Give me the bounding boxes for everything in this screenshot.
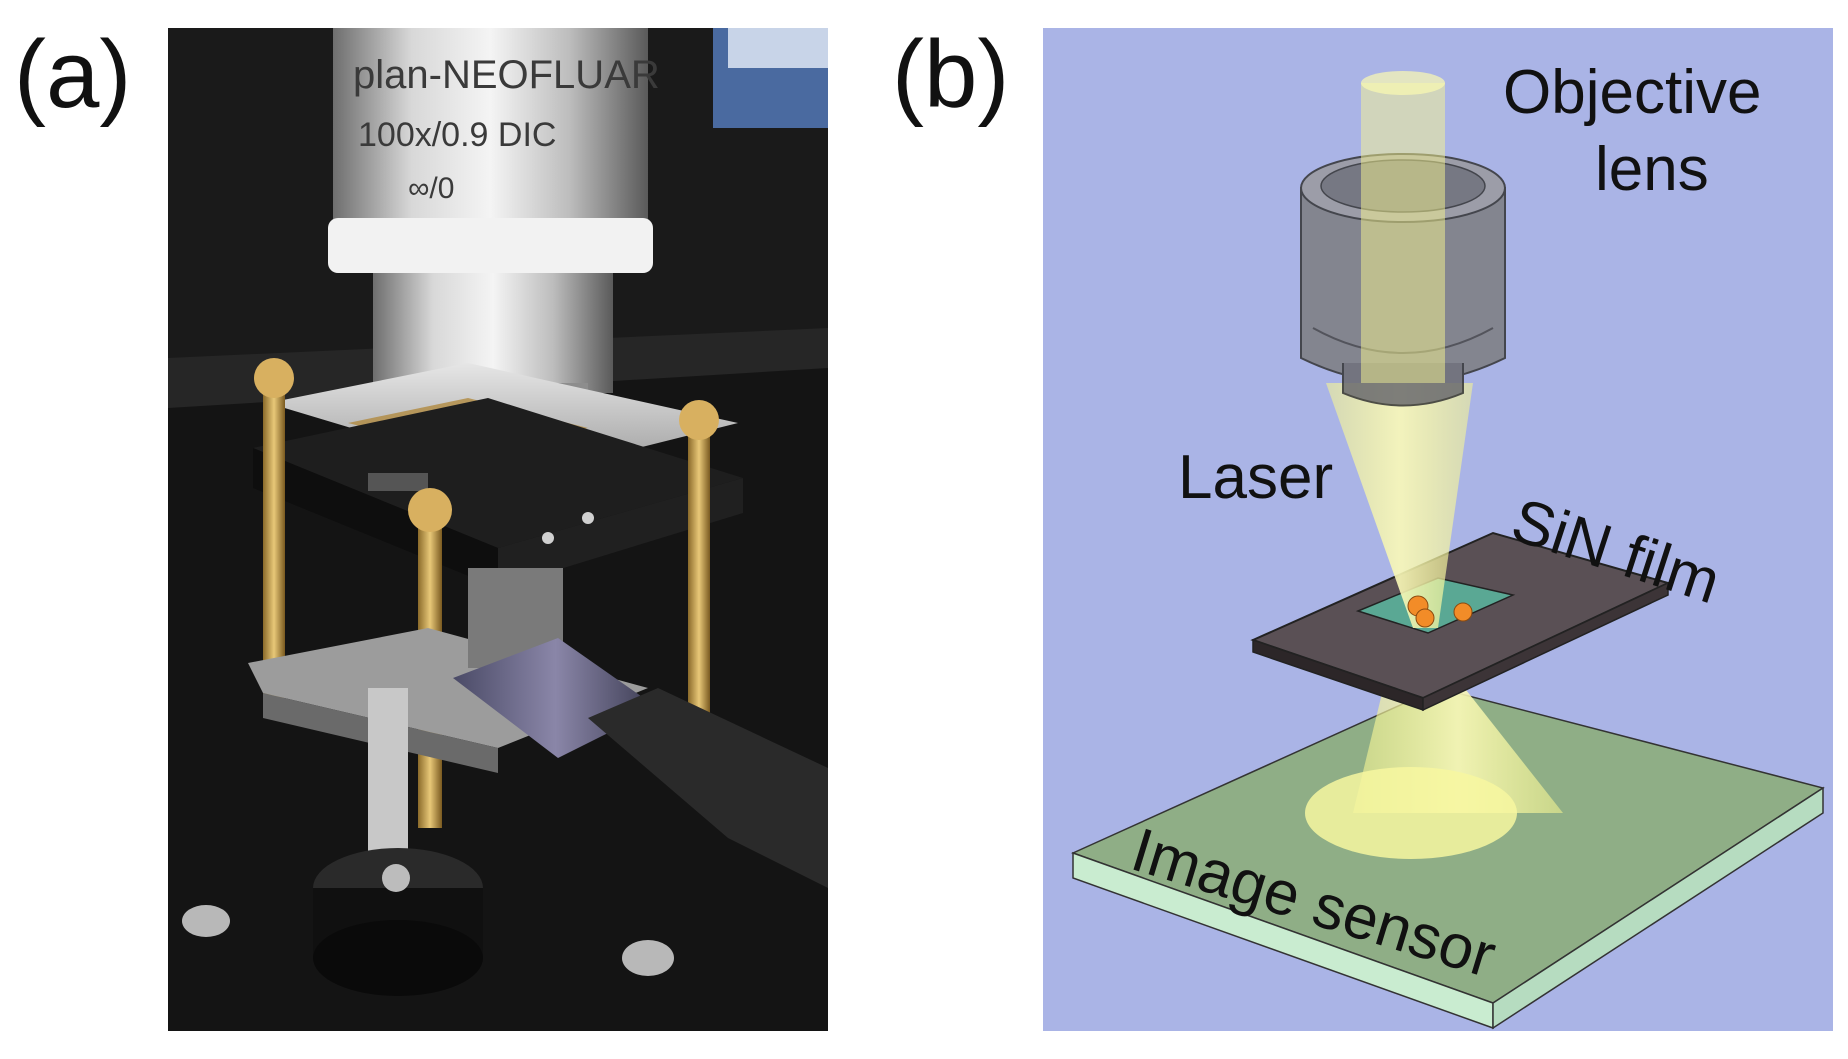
objective-spec-text: 100x/0.9 DIC [358,116,556,154]
laser-beam-input [1361,83,1445,383]
objective-barrel [333,28,648,228]
clamp-arm [368,688,408,878]
particle [1415,608,1435,628]
image-sensor-side [1492,786,1824,1030]
objective-brand-text: plan-NEOFLUAR [353,53,660,97]
objective-lens-label-line2: lens [1595,135,1709,204]
objective-infinity-text: ∞/0 [408,172,454,205]
laser-cone-upper [1326,383,1473,628]
standoff-right [688,418,710,718]
setup-photograph: plan-NEOFLUAR 100x/0.9 DIC ∞/0 [168,28,828,1031]
base-screw-right [622,940,674,976]
objective-ring [328,218,653,273]
standoff-left [263,378,285,698]
laser-spot [1305,767,1517,859]
setup-schematic: Objective lens Laser SiN film Image sens… [1043,28,1833,1031]
pcb-board [253,398,743,548]
panel-label-b: (b) [892,21,1010,128]
panel-label-a: (a) [14,21,132,128]
base-screw-left [182,905,230,937]
objective-lens-label-line1: Objective [1503,58,1761,127]
laser-label: Laser [1178,443,1333,512]
usb-cable [588,688,828,888]
particle [1453,602,1473,622]
